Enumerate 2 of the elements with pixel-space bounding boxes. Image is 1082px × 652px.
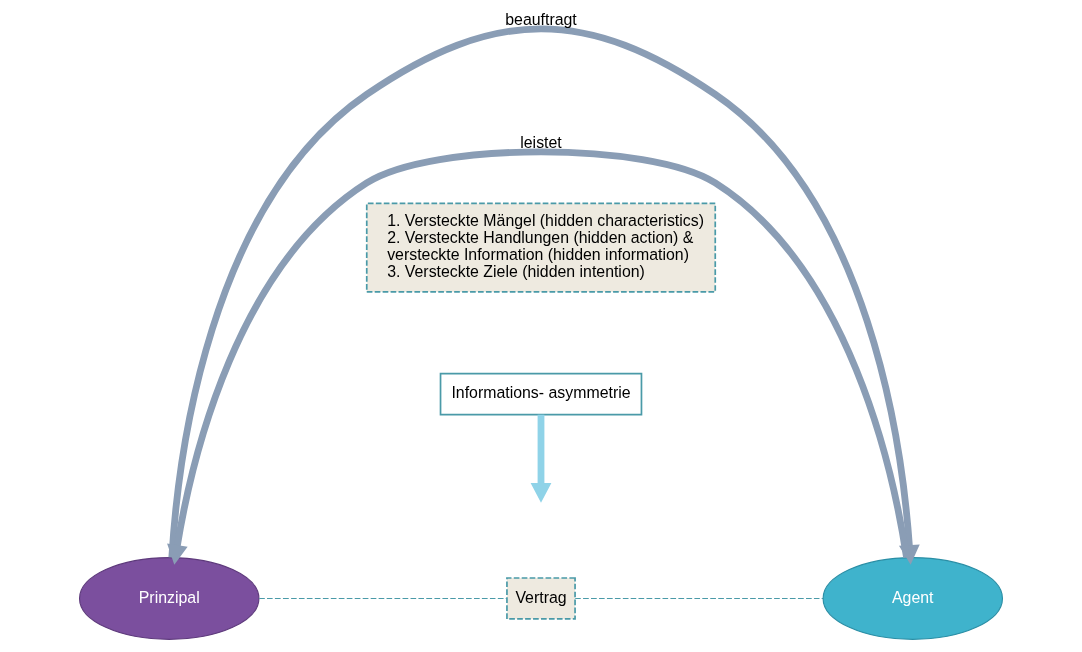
edge-label: beauftragt [505,11,577,29]
edge-label: leistet [520,134,562,151]
